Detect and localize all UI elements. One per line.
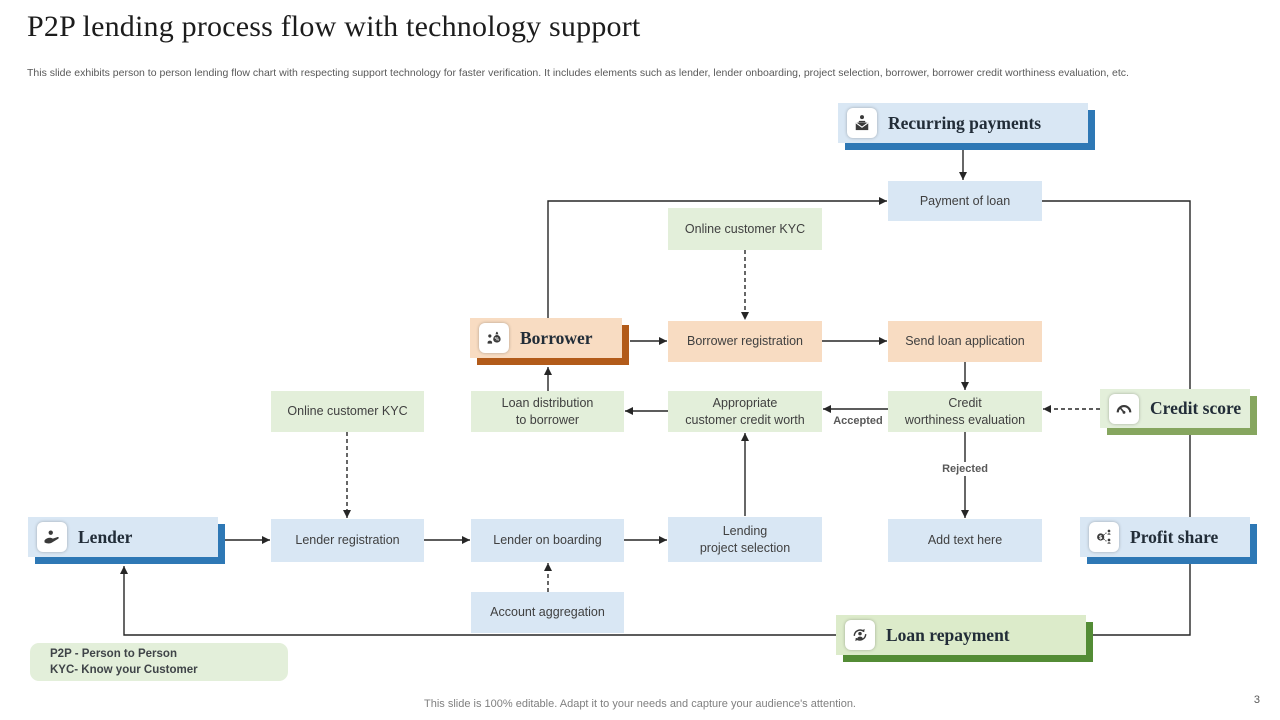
node-appropriate-customer-credit-worth: Appropriate customer credit worth [668,391,822,432]
node-label: Appropriate customer credit worth [685,396,805,427]
node-label: Profit share [1130,526,1219,547]
node-loan-distribution: Loan distribution to borrower [471,391,624,432]
edge-borrower-to-payment-of-loan [547,197,887,318]
node-label: Online customer KYC [287,404,408,419]
node-send-loan-application: Send loan application [888,321,1042,362]
node-credit-worthiness-evaluation: Credit worthiness evaluation [888,391,1042,432]
node-profit-share: $ Profit share [1080,517,1250,557]
node-label: Send loan application [905,334,1025,349]
edge-label-accepted: Accepted [833,415,883,427]
node-payment-of-loan: Payment of loan [888,181,1042,221]
node-label: Loan distribution to borrower [501,396,594,427]
money-bag-person-icon: % [479,323,509,353]
node-account-aggregation: Account aggregation [471,592,624,633]
legend-line-kyc: KYC- Know your Customer [50,664,198,676]
svg-text:$: $ [1099,535,1103,541]
edge-label-rejected: Rejected [936,462,994,476]
edge-loan-repayment-to-lender [120,566,836,636]
node-credit-score: Credit score [1100,389,1250,428]
node-label: Loan repayment [886,624,1010,645]
node-borrower-registration: Borrower registration [668,321,822,362]
node-online-customer-kyc-top: Online customer KYC [668,208,822,250]
node-lender-registration: Lender registration [271,519,424,562]
node-label: Recurring payments [888,112,1042,133]
node-label: Lender registration [295,533,400,548]
node-label: Borrower [520,327,593,348]
node-lender: Lender [28,517,218,557]
footer-note: This slide is 100% editable. Adapt it to… [424,698,856,710]
hand-coin-icon [37,522,67,552]
node-label: Lender on boarding [493,533,602,548]
slide-subtitle: This slide exhibits person to person len… [27,67,1129,79]
node-label: Payment of loan [919,193,1011,208]
node-label: Borrower registration [686,334,803,349]
node-loan-repayment: Loan repayment [836,615,1086,655]
person-money-cycle-icon [845,620,875,650]
legend-line-p2p: P2P - Person to Person [50,647,177,660]
page-title: P2P lending process flow with technology… [27,10,641,43]
node-label: Lender [78,526,133,547]
dollar-share-icon: $ [1089,522,1119,552]
node-label: Online customer KYC [684,221,806,236]
svg-text:%: % [495,337,500,343]
node-label: Add text here [927,533,1003,548]
page-number: 3 [1253,694,1260,706]
node-recurring-payments: Recurring payments [838,103,1088,143]
node-label: Lending project selection [699,524,791,555]
node-label: Credit score [1150,398,1242,418]
node-online-customer-kyc-left: Online customer KYC [271,391,424,432]
node-borrower: % Borrower [470,318,622,358]
legend-box: P2P - Person to Person KYC- Know your Cu… [30,643,288,681]
node-lender-on-boarding: Lender on boarding [471,519,624,562]
node-label: Account aggregation [490,605,605,620]
person-envelope-icon [847,108,877,138]
node-label: Credit worthiness evaluation [904,396,1026,427]
node-lending-project-selection: Lending project selection [668,517,822,562]
gauge-icon [1109,393,1139,424]
node-add-text-here: Add text here [888,519,1042,562]
